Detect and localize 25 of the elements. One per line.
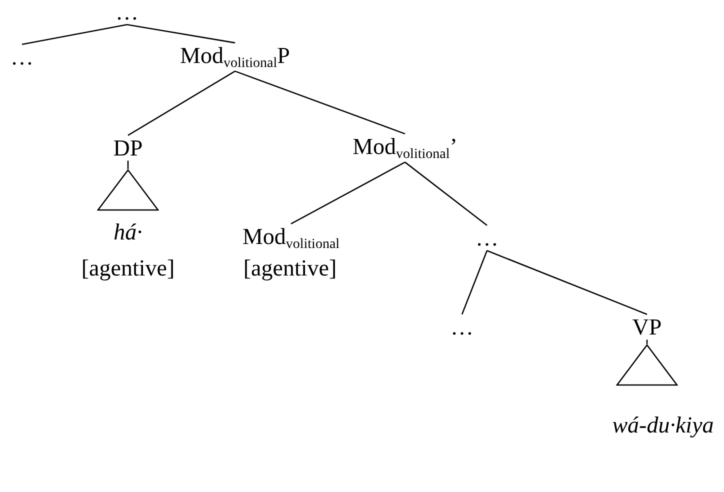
tree-node-label: … xyxy=(116,0,138,25)
tree-branch xyxy=(234,70,406,134)
tree-node-label: Mod$_{volitional}$’ xyxy=(352,134,458,162)
tree-node-label: … xyxy=(476,225,498,251)
tree-branch xyxy=(127,160,129,169)
tree-branch xyxy=(486,250,648,315)
tree-node-label: … xyxy=(450,314,474,340)
feature-label: [agentive] xyxy=(81,255,175,281)
tree-node-label: VP xyxy=(632,314,662,340)
tree-branch xyxy=(128,70,236,136)
tree-branch xyxy=(22,24,128,45)
triangle-symbol xyxy=(97,169,159,211)
feature-label: [agentive] xyxy=(243,255,337,281)
tree-node-label: … xyxy=(10,44,34,70)
tree-branch xyxy=(461,250,488,315)
tree-node-label: Mod$_{volitional}$P xyxy=(180,42,290,72)
tree-branch xyxy=(404,162,488,226)
triangle-symbol xyxy=(616,344,678,386)
tree-branch xyxy=(126,24,236,44)
word-form: wá-du·kiya xyxy=(612,412,714,438)
tree-branch xyxy=(290,162,406,224)
tree-branch xyxy=(646,340,648,344)
word-form: há· xyxy=(114,219,142,245)
tree-node-label: DP xyxy=(113,135,143,161)
tree-node-label: Mod$_{volitional}$ xyxy=(242,224,340,252)
